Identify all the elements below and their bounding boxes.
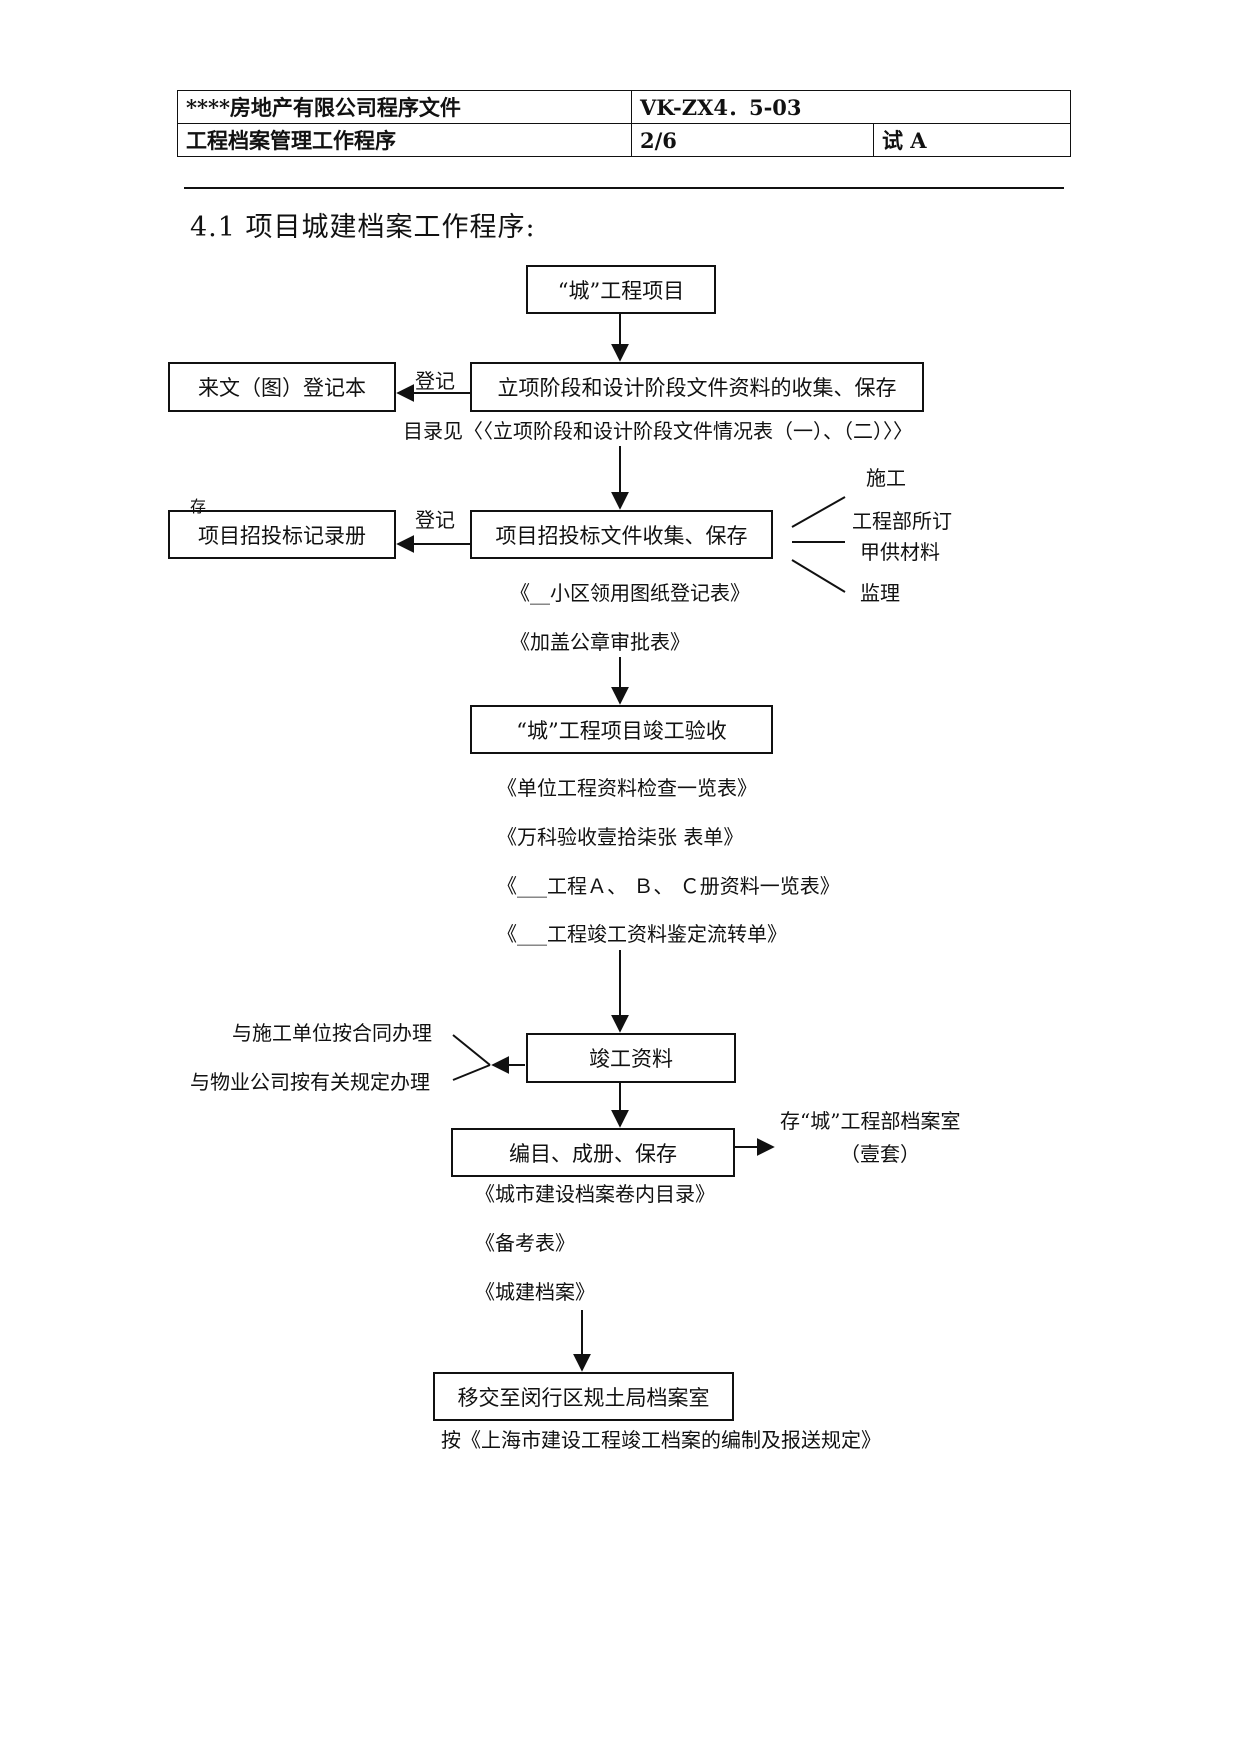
label-form-abc-list: 《___工程Ａ、 Ｂ、 Ｃ册资料一览表》: [497, 874, 840, 898]
label-branch-material: 甲供材料: [860, 540, 940, 564]
node-catalog: 编目、成册、保存: [451, 1128, 735, 1177]
label-store-qty: （壹套）: [840, 1142, 920, 1166]
split-line-contractor: [452, 1034, 491, 1066]
label-handle-property: 与物业公司按有关规定办理: [190, 1070, 430, 1094]
label-form-seal-approval: 《加盖公章审批表》: [510, 630, 690, 654]
label-catalog-ref: 目录见〈〈立项阶段和设计阶段文件情况表（一）、（二）〉〉: [403, 419, 913, 443]
label-branch-construction: 施工: [866, 466, 906, 490]
node-collect-design: 立项阶段和设计阶段文件资料的收集、保存: [470, 362, 924, 412]
label-basis: 按《上海市建设工程竣工档案的编制及报送规定》: [441, 1428, 881, 1452]
label-form-vanke-acceptance: 《万科验收壹拾柒张 表单》: [497, 825, 744, 849]
procedure-name-cell: 工程档案管理工作程序: [177, 123, 632, 157]
company-doc-cell: ****房地产有限公司程序文件: [177, 90, 632, 124]
node-project: “城”工程项目: [526, 265, 716, 314]
branch-line-supervision: [791, 559, 846, 593]
label-register-1: 登记: [415, 369, 455, 393]
page-cell: 2/6: [631, 123, 874, 157]
node-transfer: 移交至闵行区规土局档案室: [433, 1372, 734, 1421]
label-handle-contractor: 与施工单位按合同办理: [232, 1021, 432, 1045]
label-form-city-archive: 《城建档案》: [475, 1280, 595, 1304]
label-form-catalog: 《城市建设档案卷内目录》: [475, 1182, 715, 1206]
label-form-unit-check: 《单位工程资料检查一览表》: [497, 776, 757, 800]
split-line-property: [452, 1064, 491, 1081]
label-branch-supervision: 监理: [860, 581, 900, 605]
label-stray-mark: 存: [190, 497, 207, 516]
label-form-reference: 《备考表》: [475, 1231, 575, 1255]
node-incoming-register: 来文（图）登记本: [168, 362, 396, 412]
node-completion-docs: 竣工资料: [526, 1033, 736, 1083]
label-form-appraisal: 《___工程竣工资料鉴定流转单》: [497, 922, 787, 946]
branch-line-construction: [791, 496, 846, 528]
node-completion-acceptance: “城”工程项目竣工验收: [470, 705, 773, 754]
doc-code-cell: VK-ZX4．5-03: [631, 90, 1071, 124]
header-rule: [184, 187, 1064, 189]
label-store-dept: 存“城”工程部档案室: [780, 1109, 961, 1133]
label-branch-dept: 工程部所订: [852, 509, 952, 533]
label-register-2: 登记: [415, 508, 455, 532]
section-title: 4.1 项目城建档案工作程序:: [190, 212, 536, 243]
version-cell: 试 A: [873, 123, 1071, 157]
node-bid-register: 项目招投标记录册: [168, 510, 396, 559]
document-header-table: ****房地产有限公司程序文件 VK-ZX4．5-03 工程档案管理工作程序 2…: [177, 90, 1071, 157]
label-form-drawing-register: 《__小区领用图纸登记表》: [510, 581, 750, 605]
node-bid-collect: 项目招投标文件收集、保存: [470, 510, 773, 559]
